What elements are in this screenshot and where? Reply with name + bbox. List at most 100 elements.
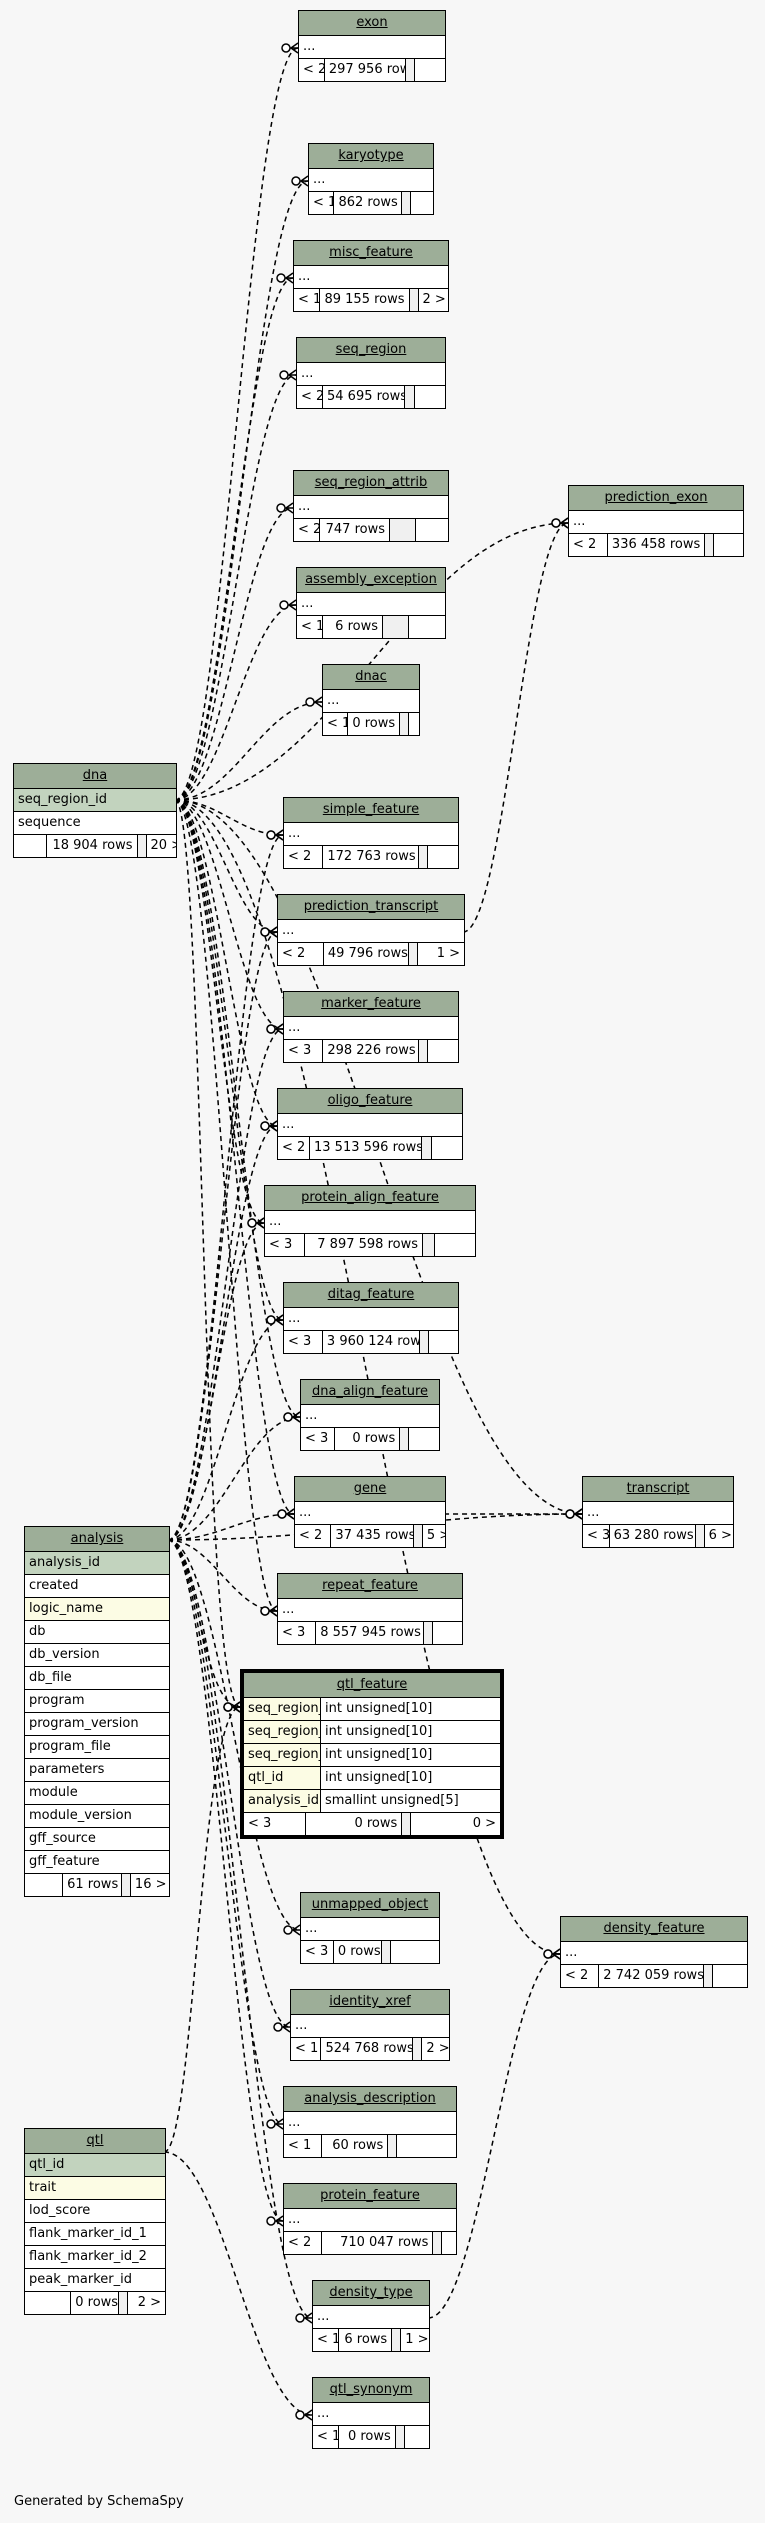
table-title[interactable]: misc_feature xyxy=(294,241,448,266)
children-count[interactable] xyxy=(411,192,433,214)
parents-count[interactable]: < 1 xyxy=(297,616,323,638)
column-row[interactable]: ... xyxy=(569,511,743,534)
table-title[interactable]: karyotype xyxy=(309,144,433,169)
children-count[interactable] xyxy=(442,2232,456,2254)
column-row[interactable]: seq_region_id xyxy=(14,789,176,812)
table-title[interactable]: seq_region xyxy=(297,338,445,363)
children-count[interactable] xyxy=(391,1941,439,1963)
children-count[interactable] xyxy=(405,2426,429,2448)
column-row[interactable]: ... xyxy=(297,593,445,616)
children-count[interactable]: 0 > xyxy=(472,1816,496,1831)
children-count[interactable]: 2 > xyxy=(426,2041,450,2056)
column-row[interactable]: seq_region_endint unsigned[10] xyxy=(244,1744,500,1767)
column-row[interactable]: ... xyxy=(583,1502,733,1525)
table-name[interactable]: repeat_feature xyxy=(322,1578,418,1593)
parents-count[interactable]: < 1 xyxy=(291,2038,322,2060)
parents-count[interactable]: < 2 xyxy=(295,1525,332,1547)
table-title[interactable]: unmapped_object xyxy=(301,1893,439,1918)
children-count[interactable]: 1 > xyxy=(436,946,460,961)
table-title[interactable]: ditag_feature xyxy=(284,1283,458,1308)
parents-count[interactable]: < 2 xyxy=(278,1137,310,1159)
table-name[interactable]: simple_feature xyxy=(322,802,420,817)
table-name[interactable]: exon xyxy=(356,15,388,30)
table-title[interactable]: oligo_feature xyxy=(278,1089,462,1114)
children-count[interactable]: 6 > xyxy=(708,1528,732,1543)
table-title[interactable]: qtl xyxy=(25,2129,165,2154)
parents-count[interactable]: < 1 xyxy=(313,2329,340,2351)
table-name[interactable]: seq_region xyxy=(335,342,407,357)
parents-count[interactable] xyxy=(25,2292,72,2314)
column-row[interactable]: program_version xyxy=(25,1713,169,1736)
column-row[interactable]: ... xyxy=(294,266,448,289)
table-name[interactable]: seq_region_attrib xyxy=(314,475,428,490)
table-name[interactable]: qtl_feature xyxy=(336,1677,408,1692)
table-name[interactable]: misc_feature xyxy=(329,245,413,260)
table-name[interactable]: protein_align_feature xyxy=(301,1190,439,1205)
table-name[interactable]: prediction_exon xyxy=(604,490,708,505)
parents-count[interactable]: < 1 xyxy=(284,2135,323,2157)
children-count[interactable]: 2 > xyxy=(422,292,446,307)
table-title[interactable]: transcript xyxy=(583,1477,733,1502)
column-row[interactable]: seq_region_startint unsigned[10] xyxy=(244,1721,500,1744)
children-count[interactable]: 5 > xyxy=(426,1528,445,1543)
column-row[interactable]: ... xyxy=(323,690,419,713)
table-title[interactable]: dnac xyxy=(323,665,419,690)
parents-count[interactable]: < 1 xyxy=(313,2426,340,2448)
table-title[interactable]: exon xyxy=(299,11,445,36)
table-name[interactable]: prediction_transcript xyxy=(303,899,439,914)
column-row[interactable]: db_version xyxy=(25,1644,169,1667)
children-count[interactable] xyxy=(714,534,743,556)
table-title[interactable]: gene xyxy=(295,1477,445,1502)
column-row[interactable]: db xyxy=(25,1621,169,1644)
table-name[interactable]: analysis xyxy=(70,1531,124,1546)
children-count[interactable] xyxy=(416,519,448,541)
children-count[interactable] xyxy=(415,386,445,408)
column-row[interactable]: trait xyxy=(25,2177,165,2200)
children-count[interactable] xyxy=(415,59,445,81)
table-name[interactable]: oligo_feature xyxy=(327,1093,413,1108)
table-name[interactable]: protein_feature xyxy=(320,2188,420,2203)
table-name[interactable]: gene xyxy=(353,1481,387,1496)
parents-count[interactable]: < 3 xyxy=(284,1331,323,1353)
table-name[interactable]: marker_feature xyxy=(321,996,421,1011)
parents-count[interactable]: < 2 xyxy=(561,1965,600,1987)
table-title[interactable]: simple_feature xyxy=(284,798,458,823)
table-name[interactable]: ditag_feature xyxy=(327,1287,415,1302)
table-title[interactable]: seq_region_attrib xyxy=(294,471,448,496)
column-row[interactable]: ... xyxy=(278,1599,462,1622)
children-count[interactable]: 16 > xyxy=(134,1877,167,1892)
column-row[interactable]: ... xyxy=(284,1308,458,1331)
column-row[interactable]: ... xyxy=(295,1502,445,1525)
column-row[interactable]: program xyxy=(25,1690,169,1713)
column-row[interactable]: db_file xyxy=(25,1667,169,1690)
parents-count[interactable]: < 3 xyxy=(278,1622,317,1644)
table-name[interactable]: analysis_description xyxy=(304,2091,436,2106)
table-name[interactable]: density_type xyxy=(329,2285,413,2300)
parents-count[interactable]: < 1 xyxy=(323,713,348,735)
table-name[interactable]: unmapped_object xyxy=(311,1897,429,1912)
table-title[interactable]: protein_feature xyxy=(284,2184,456,2209)
table-name[interactable]: identity_xref xyxy=(329,1994,411,2009)
parents-count[interactable]: < 1 xyxy=(294,289,320,311)
parents-count[interactable]: < 3 xyxy=(244,1813,306,1835)
column-row[interactable]: ... xyxy=(284,823,458,846)
parents-count[interactable]: < 2 xyxy=(299,59,325,81)
column-row[interactable]: ... xyxy=(291,2015,449,2038)
